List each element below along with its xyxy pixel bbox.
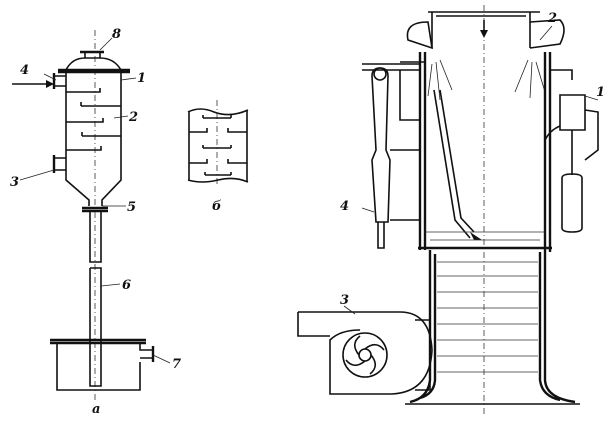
baffle-variant-inset [187,100,249,185]
right-label-3: 3 [340,293,349,308]
caption-a: а [92,402,100,417]
column-apparatus [12,30,171,400]
caption-b: б [212,199,222,214]
label-5: 5 [127,200,136,215]
label-4: 4 [20,63,29,78]
label-2: 2 [128,110,138,125]
label-8: 8 [112,27,121,42]
label-3: 3 [10,175,19,190]
label-6: 6 [122,278,131,293]
label-1: 1 [137,71,146,86]
right-label-2: 2 [547,11,557,26]
right-label-4: 4 [340,199,349,214]
right-label-1: 1 [596,85,605,100]
condenser-vessel [297,5,599,415]
label-7: 7 [172,357,181,372]
